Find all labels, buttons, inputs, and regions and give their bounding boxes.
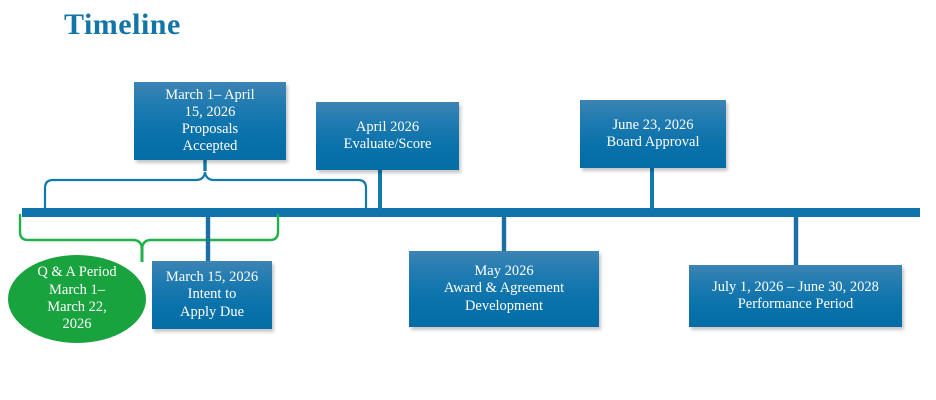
milestone-line: Apply Due	[179, 303, 245, 320]
milestone-line: 15, 2026	[184, 103, 236, 120]
milestone-line: March 1–	[49, 281, 105, 298]
milestone-line: Award & Agreement	[443, 280, 565, 297]
milestone-line: Performance Period	[737, 296, 854, 312]
milestone-box-board-approval[interactable]: June 23, 2026 Board Approval	[580, 100, 726, 168]
milestone-line: March 15, 2026	[165, 269, 259, 286]
milestone-line: 2026	[62, 316, 92, 333]
milestone-line: Board Approval	[606, 134, 700, 150]
milestone-box-proposals-accepted[interactable]: March 1– April 15, 2026 Proposals Accept…	[134, 82, 286, 160]
milestone-line: Intent to	[187, 286, 237, 303]
milestone-line: Development	[464, 297, 544, 314]
milestone-line: Accepted	[182, 138, 238, 155]
milestone-line: April 2026	[355, 118, 420, 135]
milestone-line: Proposals	[181, 121, 239, 137]
milestone-box-performance-period[interactable]: July 1, 2026 – June 30, 2028 Performance…	[689, 265, 902, 327]
milestone-box-evaluate-score[interactable]: April 2026 Evaluate/Score	[316, 102, 459, 170]
page-title: Timeline	[64, 8, 181, 41]
milestone-line: March 1– April	[165, 86, 255, 103]
milestone-box-intent-to-apply-due[interactable]: March 15, 2026 Intent to Apply Due	[152, 261, 272, 329]
brace-green-qa-period	[18, 213, 280, 249]
milestone-box-award-agreement-development[interactable]: May 2026 Award & Agreement Development	[409, 251, 599, 327]
milestone-line: March 22,	[47, 299, 107, 315]
milestone-line: Evaluate/Score	[343, 136, 432, 152]
brace-blue-proposals	[43, 171, 368, 210]
milestone-line: May 2026	[474, 263, 534, 280]
milestone-oval-qa-period[interactable]: Q & A Period March 1– March 22, 2026	[8, 255, 146, 343]
timeline-axis-bar	[22, 208, 920, 217]
milestone-line: June 23, 2026	[612, 116, 694, 133]
milestone-line: July 1, 2026 – June 30, 2028	[712, 278, 879, 295]
milestone-line: Q & A Period	[37, 264, 117, 281]
